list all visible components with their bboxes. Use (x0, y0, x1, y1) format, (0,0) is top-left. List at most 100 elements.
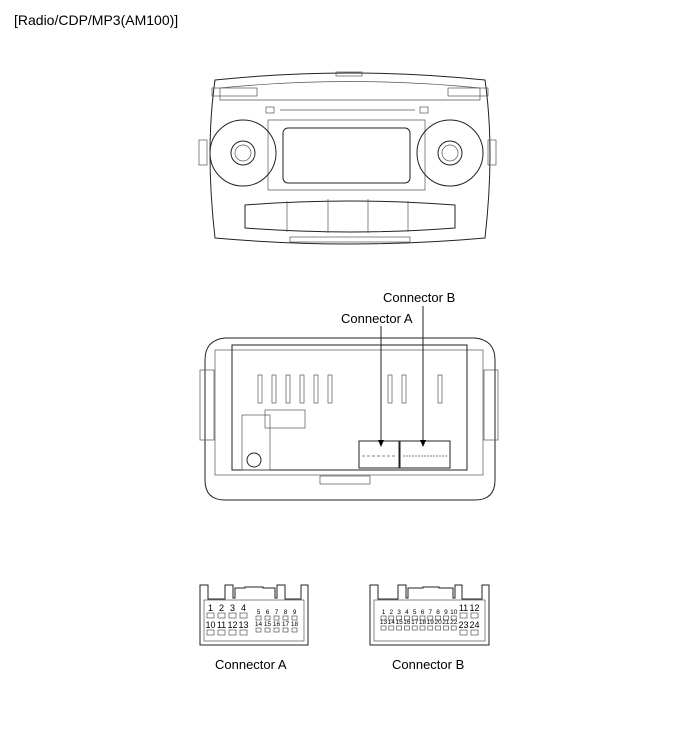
pin-number: 18 (419, 619, 427, 626)
pin-terminal (396, 615, 402, 621)
pin-number: 14 (255, 621, 263, 628)
pin-terminal (427, 615, 434, 621)
pin-number: 11 (459, 603, 468, 613)
pin-terminal (470, 629, 479, 636)
pin-number: 8 (436, 609, 440, 616)
pin-terminal (264, 627, 271, 633)
pin-terminal (217, 612, 226, 619)
pin-terminal (239, 629, 248, 636)
vent-slot (401, 374, 407, 404)
pin-terminal (282, 615, 289, 621)
pin-terminal (396, 625, 402, 631)
pin-terminal (273, 615, 280, 621)
pin-terminal (427, 625, 434, 631)
pin-number: 3 (230, 603, 235, 613)
pin-number: 9 (444, 609, 448, 616)
pin-terminal (206, 629, 215, 636)
vent-slot (285, 374, 291, 404)
pin-terminal (435, 615, 441, 621)
pin-terminal (411, 625, 418, 631)
pin-number: 19 (427, 619, 435, 626)
radio-front-view (198, 71, 497, 245)
pin-number: 8 (284, 609, 288, 616)
pin-terminal (217, 629, 226, 636)
pin-number: 14 (388, 619, 396, 626)
connector-b-label: Connector B (392, 657, 465, 672)
connector-b-callout: Connector B (383, 290, 456, 305)
pin-terminal (459, 612, 468, 619)
pin-terminal (380, 615, 387, 621)
pin-terminal (404, 625, 410, 631)
pin-terminal (255, 615, 262, 621)
pin-number: 5 (257, 609, 261, 616)
pin-terminal (404, 615, 410, 621)
pin-number: 12 (469, 603, 479, 613)
pin-terminal (228, 629, 237, 636)
pin-number: 4 (241, 603, 246, 613)
pin-number: 20 (434, 619, 442, 626)
pin-number: 7 (428, 609, 432, 616)
pin-number: 10 (205, 620, 215, 630)
pin-number: 16 (403, 619, 411, 626)
pin-number: 17 (282, 621, 290, 628)
pin-number: 23 (458, 620, 468, 630)
pin-terminal (264, 615, 271, 621)
pin-terminal (239, 612, 248, 619)
connector-a-label: Connector A (215, 657, 287, 672)
pin-number: 17 (411, 619, 419, 626)
pin-terminal (443, 615, 449, 621)
pin-number: 15 (264, 621, 272, 628)
pin-terminal (435, 625, 441, 631)
pin-number: 6 (421, 609, 425, 616)
pin-terminal (273, 627, 280, 633)
pin-number: 15 (395, 619, 403, 626)
pin-number: 12 (227, 620, 237, 630)
pin-terminal (206, 612, 215, 619)
pin-number: 3 (397, 609, 401, 616)
pin-number: 21 (442, 619, 450, 626)
pin-terminal (443, 625, 449, 631)
pin-terminal (459, 629, 468, 636)
pin-terminal (380, 625, 387, 631)
pin-number: 10 (450, 609, 458, 616)
pin-number: 6 (266, 609, 270, 616)
pin-terminal (255, 627, 262, 633)
pin-number: 18 (291, 621, 299, 628)
pin-number: 1 (208, 603, 213, 613)
pin-terminal (388, 615, 395, 621)
pin-number: 13 (380, 619, 388, 626)
pin-terminal (388, 625, 395, 631)
vent-slot (271, 374, 277, 404)
pin-number: 24 (469, 620, 479, 630)
pin-terminal (411, 615, 418, 621)
pin-number: 7 (275, 609, 279, 616)
pin-terminal (470, 612, 479, 619)
radio-rear-view (199, 306, 499, 501)
vent-slot (313, 374, 319, 404)
vent-slot (299, 374, 305, 404)
connector-a-callout: Connector A (341, 311, 413, 326)
pin-number: 11 (217, 620, 226, 630)
pin-terminal (291, 627, 298, 633)
pin-number: 4 (405, 609, 409, 616)
page-title: [Radio/CDP/MP3(AM100)] (14, 12, 179, 28)
pin-terminal (291, 615, 298, 621)
pin-number: 5 (413, 609, 417, 616)
pin-terminal (419, 625, 426, 631)
vent-slot (437, 374, 443, 404)
pin-number: 2 (389, 609, 393, 616)
pin-terminal (228, 612, 237, 619)
pin-number: 2 (219, 603, 224, 613)
pin-terminal (450, 615, 457, 621)
pin-number: 13 (238, 620, 248, 630)
pin-number: 9 (293, 609, 297, 616)
pin-terminal (282, 627, 289, 633)
pin-terminal (450, 625, 457, 631)
pin-terminal (419, 615, 426, 621)
pin-number: 16 (273, 621, 281, 628)
pin-number: 22 (450, 619, 458, 626)
